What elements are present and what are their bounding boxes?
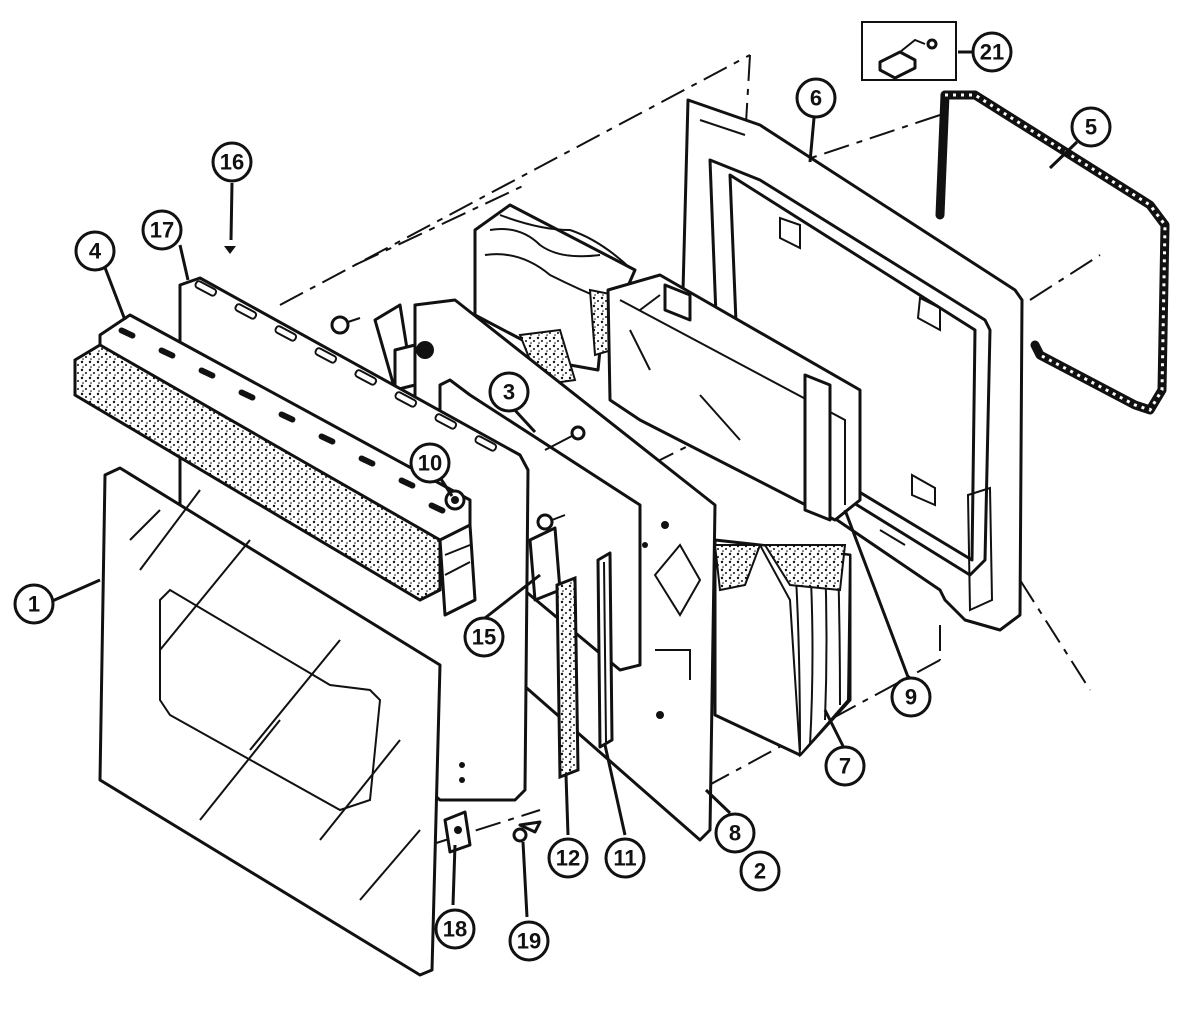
callout-19-label: 19	[517, 929, 541, 954]
callout-6: 6	[795, 77, 837, 119]
callout-2-label: 2	[754, 859, 766, 884]
callout-12: 12	[547, 837, 589, 879]
callout-4: 4	[74, 230, 116, 272]
screws	[224, 246, 586, 843]
callout-15-label: 15	[472, 625, 496, 650]
callout-1-label: 1	[28, 592, 40, 617]
callout-21-label: 21	[980, 40, 1004, 65]
seal-strip	[596, 551, 614, 749]
callout-10: 10	[409, 442, 451, 484]
screw-icon	[512, 820, 542, 843]
callout-19: 19	[508, 920, 550, 962]
callout-17: 17	[141, 209, 183, 251]
callout-10-label: 10	[418, 451, 442, 476]
callout-16-label: 16	[220, 150, 244, 175]
insulation-batts	[473, 203, 852, 758]
callout-12-label: 12	[556, 846, 580, 871]
callout-9-label: 9	[905, 685, 917, 710]
callout-15: 15	[463, 616, 505, 658]
screw-icon	[536, 513, 566, 531]
callout-9: 9	[890, 676, 932, 718]
callout-18: 18	[434, 908, 476, 950]
callout-8: 8	[714, 812, 756, 854]
glass-pack	[606, 273, 862, 522]
screw-icon	[330, 315, 361, 335]
callout-2: 2	[739, 850, 781, 892]
screw-icon	[544, 425, 586, 451]
callout-7: 7	[824, 745, 866, 787]
callout-11: 11	[604, 837, 646, 879]
screw-icon	[444, 489, 466, 511]
callout-5-label: 5	[1085, 115, 1097, 140]
callout-3-label: 3	[503, 380, 515, 405]
callout-21: 21	[971, 31, 1013, 73]
callout-6-label: 6	[810, 86, 822, 111]
callout-7-label: 7	[839, 754, 851, 779]
callout-17-label: 17	[150, 218, 174, 243]
screw-icon	[224, 246, 236, 254]
insulation-strip	[555, 575, 580, 780]
callout-8-label: 8	[729, 821, 741, 846]
callout-5: 5	[1070, 106, 1112, 148]
callout-11-label: 11	[613, 846, 636, 871]
callout-3: 3	[488, 371, 530, 413]
door-bracket	[373, 303, 562, 602]
door-handle	[73, 313, 477, 617]
door-glass	[98, 466, 442, 977]
callout-4-label: 4	[89, 239, 102, 264]
hinge-bracket	[443, 810, 472, 854]
leader-lines	[49, 50, 1079, 918]
callout-16: 16	[211, 141, 253, 183]
door-gasket	[935, 90, 1170, 415]
callout-18-label: 18	[443, 917, 467, 942]
hinge-detail-inset	[861, 21, 957, 81]
callout-1: 1	[13, 583, 55, 625]
